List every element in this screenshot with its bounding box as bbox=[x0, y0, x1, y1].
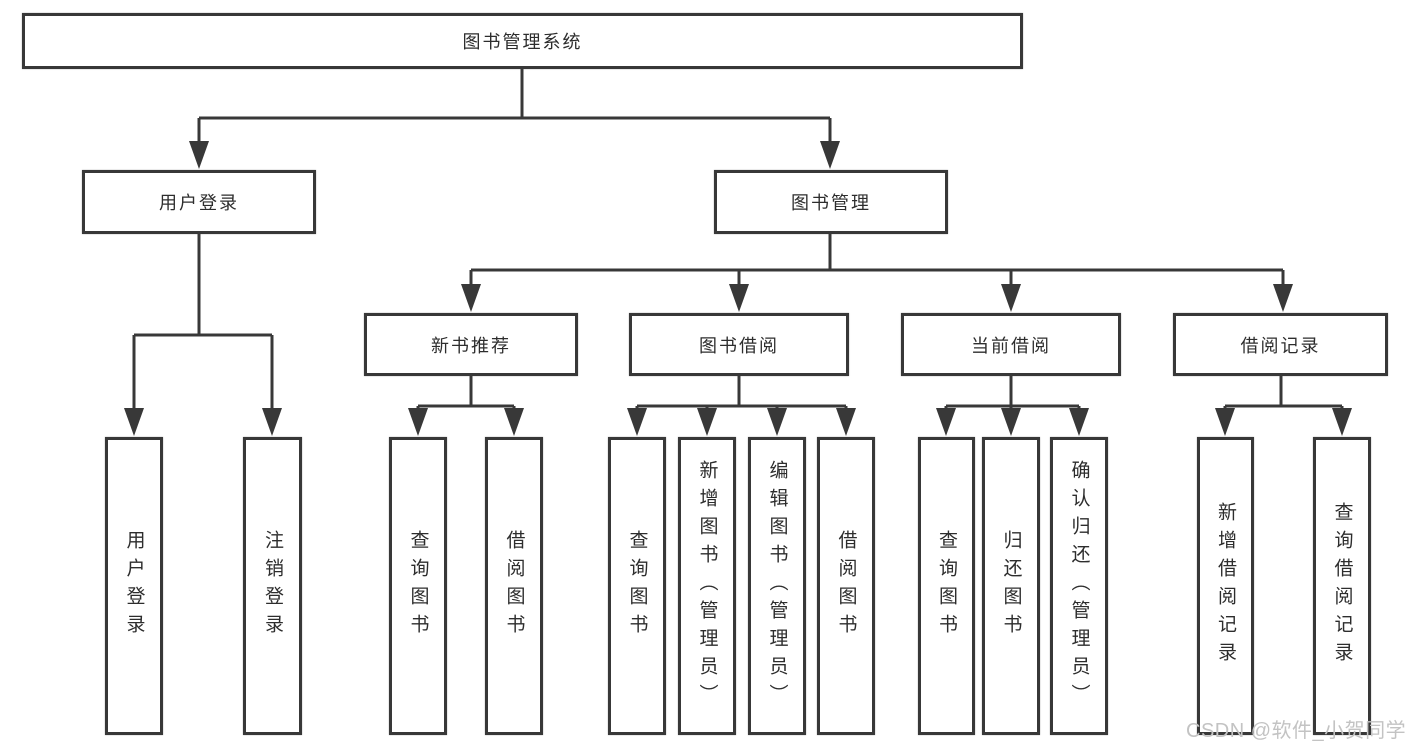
leaf-logout: 注销登录 bbox=[243, 437, 302, 735]
leaf-label: 查询图书 bbox=[407, 530, 429, 642]
arrowhead bbox=[836, 408, 856, 436]
leaf-query-books-borrow: 查询图书 bbox=[608, 437, 666, 735]
leaf-label: 新增借阅记录 bbox=[1215, 502, 1236, 670]
connector-new-book-rec-to-leaves bbox=[416, 376, 516, 413]
arrowhead bbox=[262, 408, 282, 436]
arrowhead bbox=[189, 141, 209, 169]
leaf-query-books-recommend: 查询图书 bbox=[389, 437, 447, 735]
arrowhead bbox=[1273, 284, 1293, 312]
node-root-library-management-system: 图书管理系统 bbox=[22, 13, 1023, 69]
arrowhead bbox=[504, 408, 524, 436]
leaf-add-borrow-record: 新增借阅记录 bbox=[1197, 437, 1254, 735]
node-book-borrowing: 图书借阅 bbox=[629, 313, 849, 376]
leaf-label: 确认归还（管理员） bbox=[1068, 460, 1090, 712]
arrowhead bbox=[729, 284, 749, 312]
leaf-return-books: 归还图书 bbox=[982, 437, 1040, 735]
arrowhead bbox=[936, 408, 956, 436]
leaf-confirm-return-admin: 确认归还（管理员） bbox=[1050, 437, 1108, 735]
connector-book-mgmt-to-modules bbox=[469, 234, 1285, 289]
arrowhead bbox=[820, 141, 840, 169]
leaf-label: 注销登录 bbox=[262, 530, 283, 642]
connector-borrow-records-to-leaves bbox=[1223, 376, 1344, 413]
arrowhead bbox=[408, 408, 428, 436]
node-borrowing-records: 借阅记录 bbox=[1173, 313, 1388, 376]
connector-user-login-to-leaves bbox=[132, 234, 274, 413]
arrowhead bbox=[1069, 408, 1089, 436]
arrowhead bbox=[1215, 408, 1235, 436]
leaf-label: 编辑图书（管理员） bbox=[766, 460, 788, 712]
node-book-management-branch: 图书管理 bbox=[714, 170, 948, 234]
leaf-label: 查询图书 bbox=[936, 530, 957, 642]
node-current-borrowing: 当前借阅 bbox=[901, 313, 1121, 376]
leaf-label: 新增图书（管理员） bbox=[696, 460, 718, 712]
csdn-watermark: CSDN @软件_小贺同学 bbox=[1186, 720, 1405, 742]
connector-book-borrow-to-leaves bbox=[635, 376, 848, 413]
leaf-label: 借阅图书 bbox=[835, 530, 857, 642]
arrowhead bbox=[767, 408, 787, 436]
leaf-label: 查询借阅记录 bbox=[1331, 502, 1353, 670]
connector-root-to-level2 bbox=[197, 69, 832, 146]
leaf-add-books-admin: 新增图书（管理员） bbox=[678, 437, 736, 735]
node-new-book-recommend: 新书推荐 bbox=[364, 313, 578, 376]
leaf-query-borrow-record: 查询借阅记录 bbox=[1313, 437, 1371, 735]
arrowhead bbox=[1001, 284, 1021, 312]
leaf-query-books-current: 查询图书 bbox=[918, 437, 975, 735]
arrowhead bbox=[627, 408, 647, 436]
leaf-label: 查询图书 bbox=[626, 530, 648, 642]
leaf-label: 归还图书 bbox=[1000, 530, 1022, 642]
leaf-borrow-books: 借阅图书 bbox=[817, 437, 875, 735]
leaf-label: 借阅图书 bbox=[503, 530, 525, 642]
connector-current-borrow-to-leaves bbox=[944, 376, 1081, 413]
leaf-borrow-books-recommend: 借阅图书 bbox=[485, 437, 543, 735]
node-user-login-branch: 用户登录 bbox=[82, 170, 316, 234]
arrowhead bbox=[124, 408, 144, 436]
arrowhead bbox=[697, 408, 717, 436]
leaf-user-login: 用户登录 bbox=[105, 437, 163, 735]
leaf-edit-books-admin: 编辑图书（管理员） bbox=[748, 437, 806, 735]
leaf-label: 用户登录 bbox=[123, 530, 145, 642]
arrowhead bbox=[1001, 408, 1021, 436]
arrowhead bbox=[461, 284, 481, 312]
arrowhead bbox=[1332, 408, 1352, 436]
